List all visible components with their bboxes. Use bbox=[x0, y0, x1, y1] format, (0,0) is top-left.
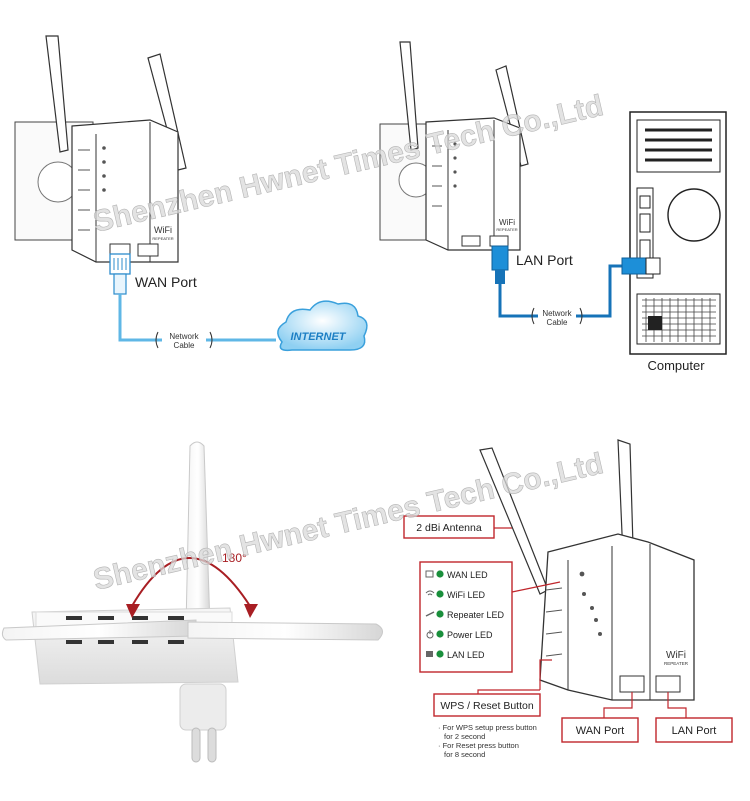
rj45-plug bbox=[109, 253, 131, 275]
led-label-repeater: Repeater LED bbox=[447, 610, 505, 620]
repeater-body bbox=[71, 119, 179, 263]
panel-wan-connection: WiFi REPEATER Network Cable WAN Port INT… bbox=[14, 35, 368, 352]
led-label-wifi: WiFi LED bbox=[447, 590, 486, 600]
led-label-lan: LAN LED bbox=[447, 650, 485, 660]
antenna-horizontal-left bbox=[1, 619, 197, 641]
wps-note-3: · For Reset press button bbox=[438, 741, 519, 750]
led-row-repeater: Repeater LED bbox=[425, 610, 505, 620]
computer-lan-plug bbox=[621, 257, 647, 275]
device-sub-2: REPEATER bbox=[496, 227, 517, 232]
wifi-icon bbox=[425, 590, 435, 596]
led-row-lan: LAN LED bbox=[426, 650, 485, 660]
repeater-body-2 bbox=[425, 117, 521, 251]
wps-note-1: · For WPS setup press button bbox=[438, 723, 537, 732]
antenna-left bbox=[45, 35, 69, 153]
lan-port-label: LAN Port bbox=[516, 252, 573, 268]
cable-label-2-line2: Cable bbox=[547, 318, 568, 327]
wan-callout-box bbox=[561, 717, 639, 743]
antenna-left-2 bbox=[399, 41, 419, 151]
led-dot bbox=[436, 610, 444, 618]
lan-icon bbox=[426, 651, 433, 657]
lan-port-socket-4 bbox=[655, 675, 681, 693]
internet-label: INTERNET bbox=[291, 331, 347, 343]
device-brand-4: WiFi bbox=[666, 650, 686, 661]
led-row-wifi: WiFi LED bbox=[425, 590, 486, 600]
rotation-arc bbox=[131, 557, 251, 607]
led-dot bbox=[436, 590, 444, 598]
antenna-callout-label: 2 dBi Antenna bbox=[416, 522, 482, 534]
device-brand-2: WiFi bbox=[499, 218, 515, 227]
led-row-power: Power LED bbox=[426, 630, 493, 640]
wan-callout-label: WAN Port bbox=[576, 725, 625, 737]
panel-device-features: WiFi REPEATER 2 dBi Antenna WAN LED WiFi… bbox=[403, 439, 733, 759]
wps-note-2: for 2 second bbox=[444, 732, 485, 741]
repeater-body-4 bbox=[539, 533, 695, 701]
device-sub: REPEATER bbox=[152, 236, 173, 241]
computer-fan bbox=[667, 188, 721, 242]
power-plug bbox=[179, 683, 227, 731]
wps-note-4: for 8 second bbox=[444, 750, 485, 759]
wan-icon bbox=[425, 570, 434, 578]
lan-port-socket bbox=[137, 243, 159, 257]
led-label-power: Power LED bbox=[447, 630, 493, 640]
network-cable-2 bbox=[498, 264, 622, 318]
device-sub-4: REPEATER bbox=[664, 661, 689, 666]
rj45-plug-2 bbox=[491, 245, 509, 271]
wps-callout-box bbox=[433, 693, 541, 717]
lan-callout-box bbox=[655, 717, 733, 743]
wps-callout-label: WPS / Reset Button bbox=[440, 700, 534, 712]
led-dot bbox=[436, 630, 444, 638]
lan-callout-label: LAN Port bbox=[672, 725, 717, 737]
angle-label: 180° bbox=[222, 551, 247, 565]
cable-label-line1: Network bbox=[169, 332, 199, 341]
led-dot bbox=[436, 650, 444, 658]
led-legend-box bbox=[419, 561, 513, 673]
computer-label: Computer bbox=[647, 358, 705, 373]
panel-antenna-rotation: 180° bbox=[1, 441, 383, 763]
led-row-wan: WAN LED bbox=[425, 570, 488, 580]
internet-cloud bbox=[277, 300, 368, 352]
led-dot bbox=[436, 570, 444, 578]
antenna-horizontal-right bbox=[187, 621, 383, 641]
cable-label-2-line1: Network bbox=[542, 309, 572, 318]
network-cable bbox=[118, 294, 276, 342]
led-label-wan: WAN LED bbox=[447, 570, 488, 580]
wan-port-label: WAN Port bbox=[135, 274, 197, 290]
watermark-bottom: Shenzhen Hwnet Times Tech Co.,Ltd bbox=[90, 447, 606, 597]
cable-label-line2: Cable bbox=[174, 341, 195, 350]
repeater-icon bbox=[425, 611, 435, 617]
antenna-callout-box bbox=[403, 515, 495, 539]
panel-lan-connection: WiFi REPEATER Network Cable LAN Port bbox=[379, 41, 727, 373]
wan-port-socket-4 bbox=[619, 675, 645, 693]
antenna-vertical bbox=[185, 441, 211, 627]
device-brand: WiFi bbox=[154, 225, 172, 235]
